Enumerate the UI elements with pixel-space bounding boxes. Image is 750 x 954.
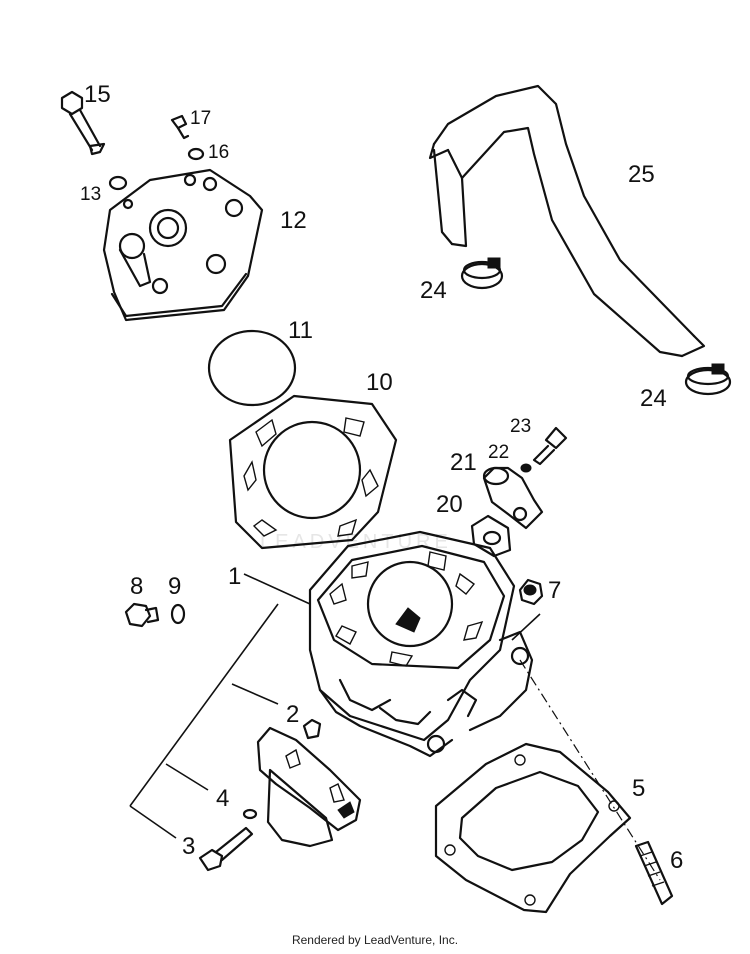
water-outlet-21	[482, 466, 544, 530]
callout-20: 20	[436, 491, 463, 518]
footer-credit: Rendered by LeadVenture, Inc.	[291, 933, 459, 947]
callout-15: 15	[84, 81, 111, 108]
hose-clamp-24-lower	[684, 363, 732, 396]
callout-24-upper: 24	[420, 277, 447, 304]
callout-labels: 1 2 3 4 5 6 7 8 9 10 11 12 13 15 16 17 2…	[80, 81, 683, 874]
callout-12: 12	[280, 207, 307, 234]
cap-2	[302, 718, 322, 740]
callout-2: 2	[286, 701, 299, 728]
washer-16	[187, 147, 205, 161]
o-ring-11	[207, 329, 297, 407]
bolt-23	[532, 426, 568, 466]
washer-13	[108, 175, 128, 191]
callout-6: 6	[670, 847, 683, 874]
cylinder-1	[308, 530, 534, 758]
head-gasket-10	[228, 394, 398, 550]
callout-9: 9	[168, 573, 181, 600]
washer-4	[242, 808, 258, 820]
callout-10: 10	[366, 369, 393, 396]
head-bolt-15	[60, 90, 106, 156]
callout-4: 4	[216, 785, 229, 812]
plug-7	[518, 578, 544, 606]
screw-17	[170, 114, 190, 140]
callout-13: 13	[80, 184, 101, 205]
callout-23: 23	[510, 416, 531, 437]
exhaust-flange	[256, 726, 362, 848]
callout-11: 11	[288, 317, 313, 344]
callout-1: 1	[228, 563, 241, 590]
callout-3: 3	[182, 833, 195, 860]
seal-ring-9	[170, 603, 186, 625]
leader-lines	[129, 573, 661, 881]
callout-22: 22	[488, 442, 509, 463]
base-gasket-5	[434, 742, 632, 914]
callout-16: 16	[208, 142, 229, 163]
washer-22	[520, 463, 532, 473]
callout-24-lower: 24	[640, 385, 667, 412]
bolt-3	[198, 826, 254, 872]
callout-5: 5	[632, 775, 645, 802]
callout-8: 8	[130, 573, 143, 600]
hose-clamp-24-upper	[460, 257, 504, 290]
cylinder-head-12	[102, 168, 264, 322]
coolant-hose-25	[428, 84, 706, 358]
screw-plug-8	[124, 602, 160, 628]
callout-7: 7	[548, 577, 561, 604]
callout-17: 17	[190, 108, 211, 129]
callout-25: 25	[628, 161, 655, 188]
callout-21: 21	[450, 449, 477, 476]
